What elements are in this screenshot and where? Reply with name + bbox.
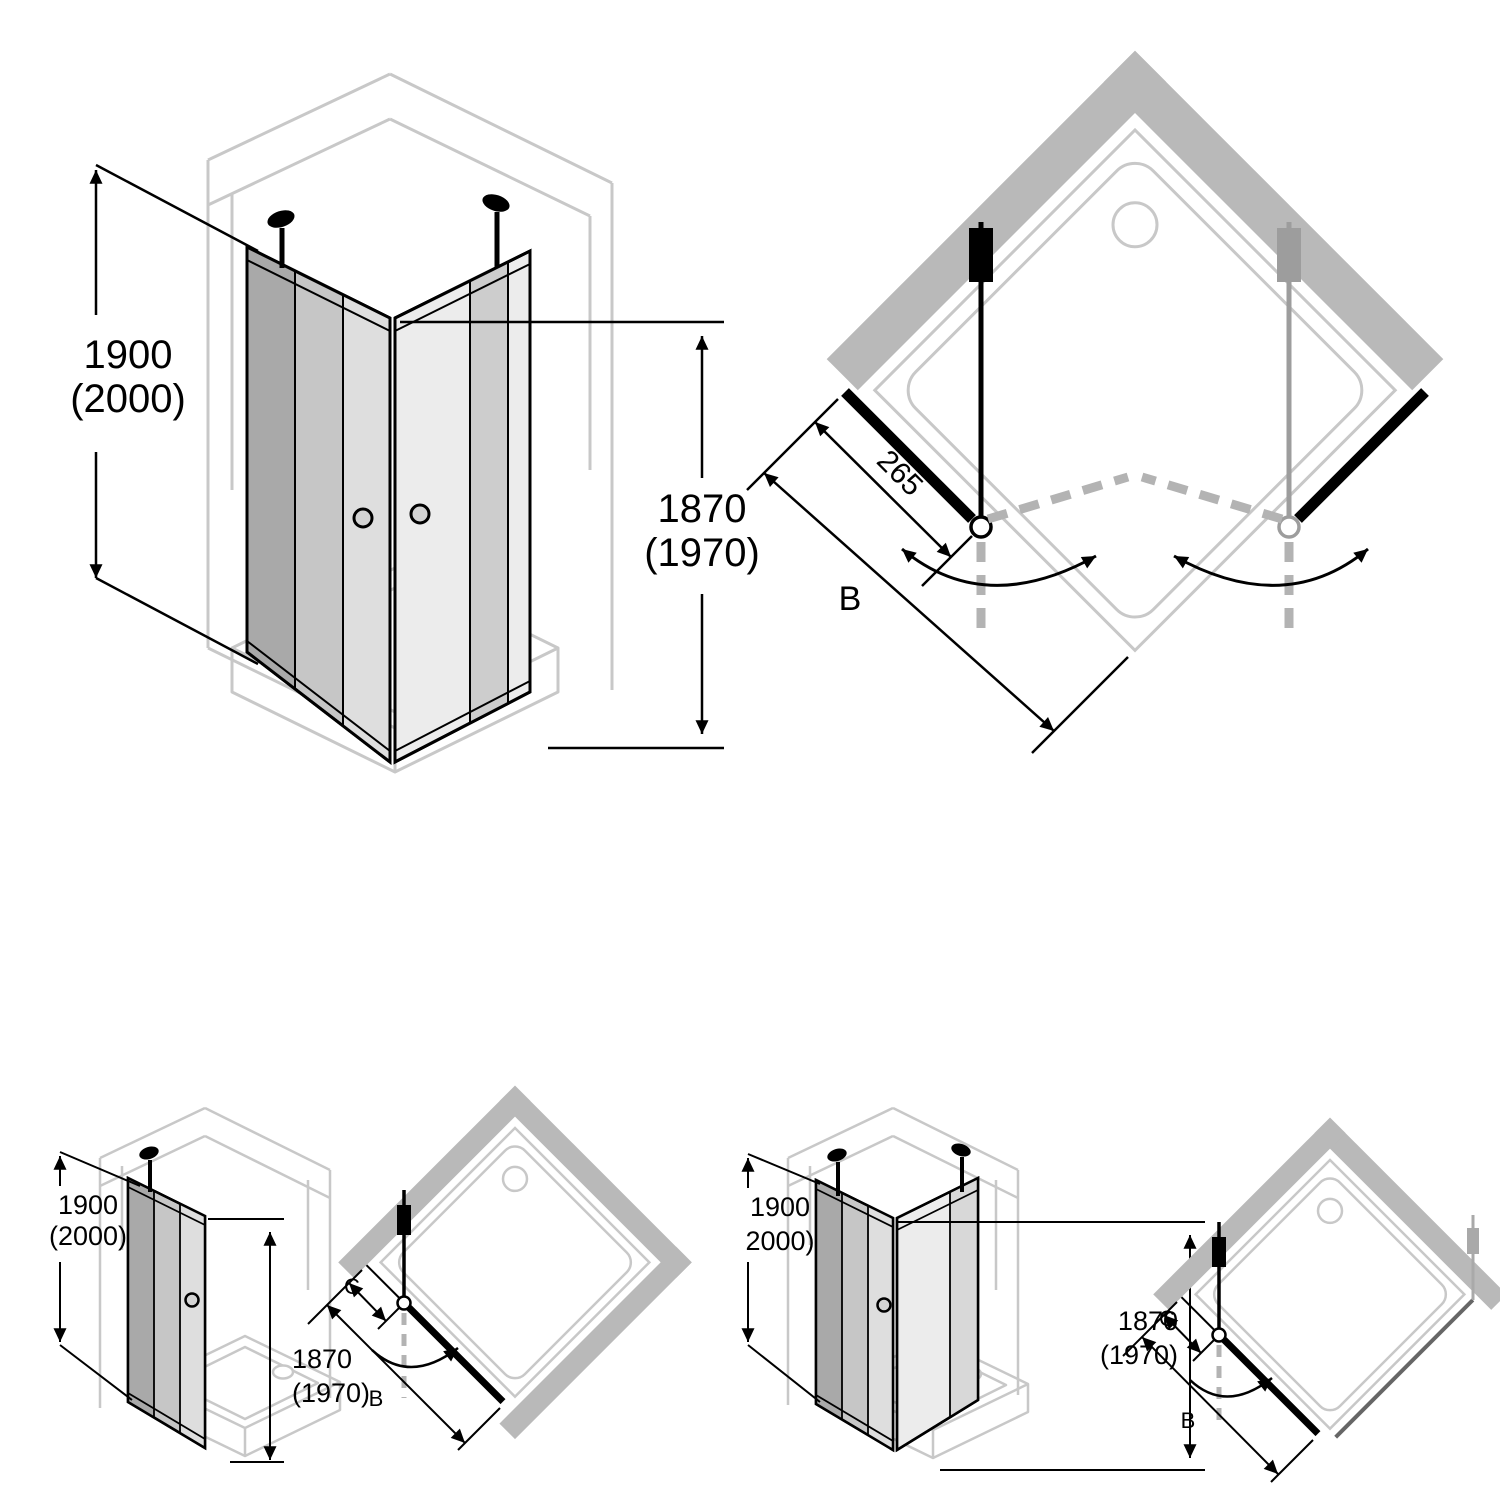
panel-dividers	[896, 1189, 979, 1417]
dimension-label-height-alt: (2000)	[70, 377, 186, 421]
door-leaf-closed	[1294, 388, 1429, 523]
door-swing-dashed	[976, 472, 1294, 640]
swing-arrow-icon	[1189, 1377, 1273, 1398]
dimension-label-height: 1900	[750, 1192, 810, 1222]
panel-dividers	[394, 262, 531, 752]
wall-bracket	[969, 228, 993, 282]
panel-dividers	[815, 1188, 894, 1442]
dimension-label-door-width: 265	[870, 444, 929, 503]
wall-bracket	[1277, 228, 1301, 282]
wall-outlines	[206, 72, 614, 696]
wall-bracket	[1212, 1237, 1226, 1267]
dimension-label-entry-width: B	[1181, 1408, 1196, 1433]
wall-band	[499, 1246, 692, 1440]
dimension-overall-height: 1900 2000)	[741, 1153, 821, 1403]
dimension-label-glass-height-alt: (1970)	[644, 531, 760, 575]
side-panel-bracket	[1467, 1228, 1479, 1254]
wall-band	[1153, 1117, 1346, 1310]
door-knob-icon	[352, 507, 374, 529]
drain-icon	[501, 1165, 529, 1193]
swing-arrow-icon	[1173, 547, 1369, 587]
pivot-point	[1277, 515, 1301, 539]
dimension-overall-height: 1900 (2000)	[70, 163, 259, 666]
dimension-label-glass-height: 1870	[658, 487, 747, 531]
dimension-entry-width: B	[326, 1304, 501, 1451]
pivot-pin-icon	[267, 210, 295, 268]
dimension-label-hinge-offset: C	[1159, 1306, 1175, 1331]
panel-dividers	[246, 259, 391, 752]
pivot-point	[1211, 1327, 1227, 1343]
dimension-label-glass-height-alt: (1970)	[1100, 1340, 1178, 1370]
figure-corner-door-isometric: 1900 2000) 1870 (1970)	[741, 1106, 1205, 1471]
wall-outlines	[786, 1106, 1020, 1405]
pivot-pin-icon	[951, 1143, 971, 1192]
pivot-pin-icon	[139, 1146, 159, 1192]
door-knob-icon	[184, 1292, 200, 1308]
figure-niche-door-plan: C B	[307, 1085, 692, 1451]
dimension-glass-height: 1870 (1970)	[400, 320, 760, 750]
wall-bracket	[397, 1205, 411, 1235]
figure-niche-door-isometric: 1900 (2000) 1870 (1970)	[49, 1106, 370, 1463]
side-panel-line	[1334, 1298, 1475, 1439]
door-panels	[814, 1177, 895, 1453]
plan-rotated-group	[338, 1085, 692, 1440]
plan-rotated-group	[1153, 1117, 1500, 1439]
door-knob-icon	[409, 503, 431, 525]
door-sill-line	[365, 1264, 402, 1300]
figure-corner-entry-plan: 265 B	[746, 50, 1444, 754]
pivot-pin-icon	[482, 194, 510, 268]
dimension-label-height: 1900	[84, 333, 173, 377]
side-panel	[895, 1175, 980, 1453]
wall-outlines	[98, 1106, 332, 1408]
wall-band	[826, 50, 1167, 391]
dimension-overall-height: 1900 (2000)	[49, 1151, 141, 1401]
figure-corner-entry-isometric: 1900 (2000) 1870 (1970)	[70, 72, 760, 774]
door-sill-line	[1180, 1296, 1217, 1332]
left-door-panels	[245, 244, 392, 766]
dimension-label-entry-width: B	[369, 1386, 384, 1411]
door-panels	[126, 1175, 207, 1451]
dimension-entry-width: B	[1141, 1336, 1314, 1483]
drain-icon	[1111, 201, 1159, 249]
dimension-label-height-alt: (2000)	[49, 1221, 127, 1251]
wall-band	[1314, 1117, 1500, 1310]
dimension-label-height-alt: 2000)	[745, 1226, 814, 1256]
pivot-pin-icon	[827, 1148, 847, 1196]
panel-dividers	[127, 1186, 206, 1440]
right-door-plan	[1277, 222, 1429, 539]
dimension-entry-width: B	[763, 472, 1129, 754]
drain-icon	[1316, 1197, 1344, 1225]
wall-band	[1103, 50, 1444, 391]
pivot-point	[396, 1295, 412, 1311]
dimension-label-hinge-offset: C	[344, 1274, 360, 1299]
dimension-label-glass-height-alt: (1970)	[292, 1378, 370, 1408]
drain-icon	[271, 1364, 295, 1380]
wall-band	[338, 1085, 531, 1278]
figure-corner-door-plan: C B	[1122, 1117, 1500, 1483]
dimension-label-height: 1900	[58, 1190, 118, 1220]
dimension-hinge-offset: C	[307, 1269, 400, 1330]
right-door-panels	[393, 248, 532, 765]
dimension-label-glass-height: 1870	[292, 1344, 352, 1374]
wall-band	[499, 1085, 692, 1278]
door-knob-icon	[876, 1297, 892, 1313]
dimension-label-entry-width: B	[839, 580, 862, 618]
plan-rotated-group	[826, 50, 1444, 653]
pivot-point	[969, 515, 993, 539]
